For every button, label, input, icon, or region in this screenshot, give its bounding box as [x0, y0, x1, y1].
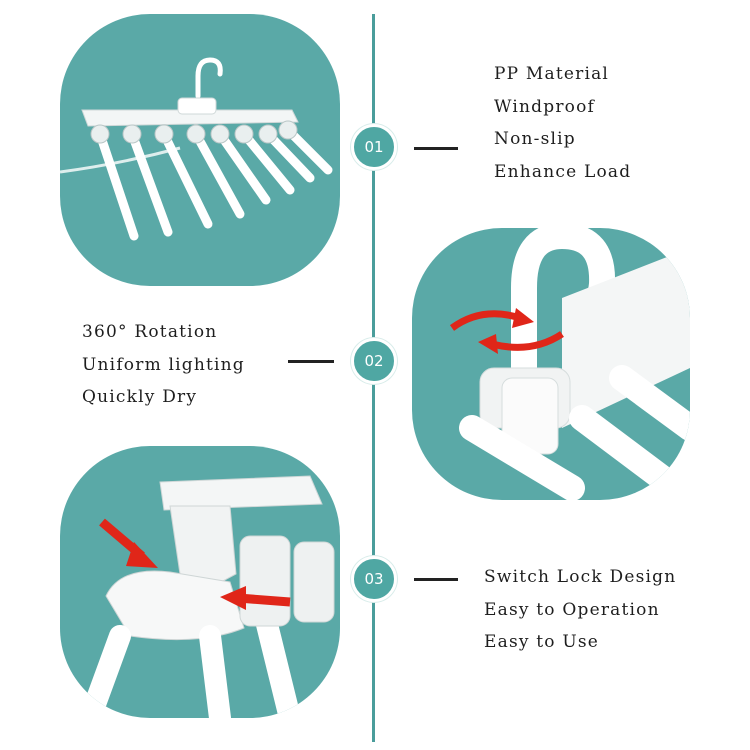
feature-text: Easy to Operation: [484, 599, 660, 620]
feature-text: PP Material: [494, 64, 610, 84]
step-2-connector: [288, 360, 334, 363]
feature-text: Quickly Dry: [82, 387, 198, 407]
step-1-features: PP Material Windproof Non-slip Enhance L…: [494, 58, 631, 188]
feature-text: Switch Lock Design: [484, 567, 677, 587]
step-3-features: Switch Lock Design Easy to Operation Eas…: [484, 561, 676, 659]
feature-text: Enhance Load: [494, 161, 632, 182]
feature-text: Non-slip: [494, 129, 576, 149]
hanger-overview-image: [60, 14, 340, 286]
feature-text: 360° Rotation: [82, 322, 218, 342]
step-1-connector: [414, 147, 458, 150]
lock-arrow-icon: [99, 518, 291, 610]
step-2-number: 02: [351, 338, 397, 384]
step-3-number: 03: [351, 556, 397, 602]
rotation-arrows-icon: [449, 308, 564, 354]
step-1-number: 01: [351, 124, 397, 170]
feature-text: Windproof: [494, 96, 596, 117]
switch-lock-image: [60, 446, 340, 718]
step-2-features: 360° Rotation Uniform lighting Quickly D…: [82, 316, 245, 414]
rotation-hook-image: [412, 228, 690, 500]
feature-text: Uniform lighting: [82, 354, 245, 375]
step-3-connector: [414, 578, 458, 581]
feature-text: Easy to Use: [484, 632, 600, 652]
